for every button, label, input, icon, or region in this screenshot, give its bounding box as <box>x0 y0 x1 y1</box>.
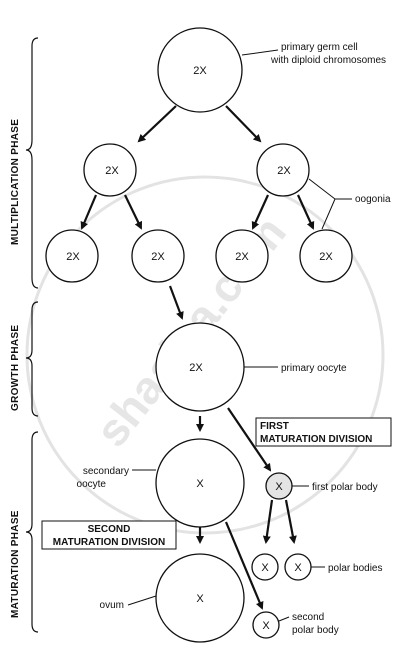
primary-germ-cell <box>157 27 243 113</box>
primary-germ-label-line1: primary germ cell <box>281 42 358 53</box>
cell-gen3-d <box>299 229 353 283</box>
secondary-oocyte-cell <box>155 438 245 528</box>
first-box-line1: FIRST <box>260 421 289 432</box>
ovum-cell <box>155 553 245 643</box>
oogonium-right-ploidy: 2X <box>277 165 291 177</box>
first-box-line2: MATURATION DIVISION <box>260 434 372 445</box>
gen3-c-ploidy: 2X <box>235 251 249 263</box>
arrow-first-polar-to-a <box>262 499 274 544</box>
phase-brackets <box>25 37 39 633</box>
second-polar-body-cell <box>252 611 280 639</box>
oogonia-label: oogonia <box>355 194 391 205</box>
arrow-right-to-d <box>296 194 315 230</box>
leader-ovum <box>127 595 157 606</box>
arrow-left-to-a <box>80 194 98 230</box>
cells <box>45 27 353 643</box>
cell-gen3-a <box>45 229 99 283</box>
cell-gen3-c <box>215 229 269 283</box>
growth-phase-label: GROWTH PHASE <box>10 325 21 411</box>
secondary-oocyte-label-line2: oocyte <box>77 479 107 490</box>
maturation-bracket <box>25 431 39 633</box>
oogonium-left <box>83 143 137 197</box>
arrow-germ-to-right <box>225 105 262 143</box>
arrow-b-to-primary-oocyte <box>168 285 184 320</box>
polar-body-a-cell <box>251 553 279 581</box>
first-polar-body-ploidy: X <box>275 481 283 493</box>
first-polar-body-label: first polar body <box>312 482 378 493</box>
arrow-left-to-b <box>124 194 142 230</box>
arrow-first-polar-to-b <box>284 499 297 544</box>
ovum-ploidy: X <box>196 593 204 605</box>
oogonium-right <box>256 143 310 197</box>
multiplication-bracket <box>25 37 39 289</box>
gen3-b-ploidy: 2X <box>151 251 165 263</box>
first-maturation-division-box: FIRST MATURATION DIVISION <box>255 417 392 447</box>
second-polar-body-ploidy: X <box>262 620 270 632</box>
secondary-oocyte-label-line1: secondary <box>83 466 129 477</box>
cell-gen3-b <box>131 229 185 283</box>
second-maturation-division-box: SECOND MATURATION DIVISION <box>41 520 177 550</box>
second-box-line2: MATURATION DIVISION <box>53 537 165 548</box>
gen3-d-ploidy: 2X <box>319 251 333 263</box>
leader-primary-germ <box>241 49 279 56</box>
leader-lines <box>127 49 352 622</box>
polar-body-a-ploidy: X <box>261 562 269 574</box>
second-polar-body-label-line1: second <box>292 612 324 623</box>
maturation-phase-label: MATURATION PHASE <box>10 510 21 618</box>
gen3-a-ploidy: 2X <box>66 251 80 263</box>
second-polar-body-label-line2: polar body <box>292 625 339 636</box>
primary-germ-label-line2: with diploid chromosomes <box>270 55 386 66</box>
multiplication-phase-label: MULTIPLICATION PHASE <box>10 119 21 245</box>
primary-oocyte-ploidy: 2X <box>189 362 203 374</box>
arrow-primary-to-first-polar <box>227 407 272 472</box>
division-arrows <box>80 105 315 610</box>
arrow-secondary-to-second-polar <box>224 521 264 610</box>
polar-body-b-ploidy: X <box>294 562 302 574</box>
primary-germ-ploidy: 2X <box>193 65 207 77</box>
ovum-label: ovum <box>100 600 124 611</box>
polar-bodies-label: polar bodies <box>328 563 382 574</box>
primary-oocyte-label: primary oocyte <box>281 363 347 374</box>
leader-second-polar-body <box>278 616 290 622</box>
oogonium-left-ploidy: 2X <box>105 165 119 177</box>
arrow-right-to-c <box>251 194 270 230</box>
growth-bracket <box>25 301 39 417</box>
arrow-germ-to-left <box>137 105 177 143</box>
secondary-oocyte-ploidy: X <box>196 478 204 490</box>
second-box-line1: SECOND <box>88 524 131 535</box>
